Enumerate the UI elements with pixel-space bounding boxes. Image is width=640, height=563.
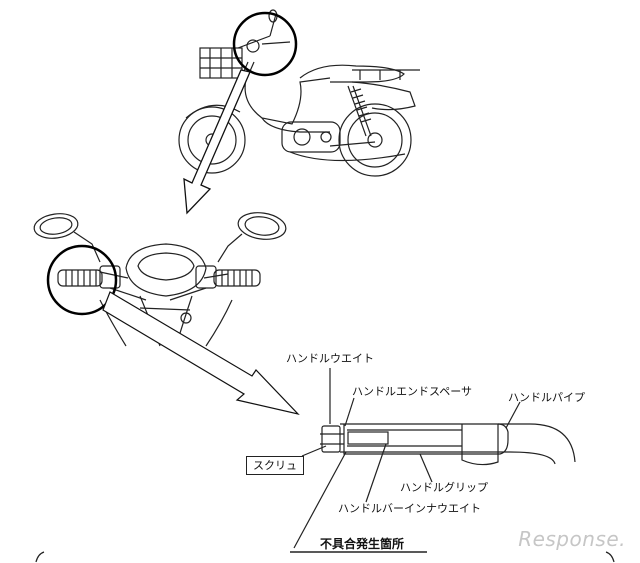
arrow-to-detail [102, 291, 300, 416]
label-handle-end-spacer: ハンドルエンドスペーサ [352, 385, 473, 398]
label-defect-location: 不具合発生箇所 [320, 537, 405, 551]
label-screw: スクリュ [246, 456, 304, 475]
handlebar-illustration [33, 212, 287, 347]
label-handle-pipe: ハンドルパイプ [508, 391, 585, 404]
label-handle-weight: ハンドルウエイト [286, 352, 374, 365]
highlight-circle-top [232, 11, 298, 77]
label-handle-grip: ハンドルグリップ [400, 481, 488, 494]
label-handlebar-inner-weight: ハンドルバーインナウエイト [338, 502, 481, 515]
highlight-circle-grip [46, 244, 118, 316]
handle-cross-section [290, 368, 576, 553]
arrow-to-handlebar [183, 69, 251, 215]
watermark-logo: Response. [518, 527, 626, 551]
